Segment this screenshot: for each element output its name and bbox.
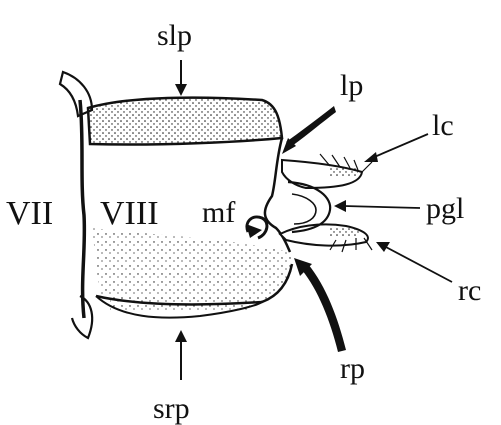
lp-arrow [286,106,336,146]
label-lc: lc [432,109,454,142]
label-rp: rp [340,352,365,385]
lc-arrow-head [364,152,378,162]
label-lp: lp [340,69,363,102]
segment-viii-upper-band [88,98,282,145]
rc-arrow-head [376,242,390,252]
label-segment-viii: VIII [100,195,159,232]
rp-arrow [302,264,346,352]
lower-lobe-stipple [110,298,250,312]
genital-lobe-inner [292,194,316,224]
label-segment-vii: VII [6,195,53,232]
segment-viii-lower-band [92,228,292,304]
label-rc: rc [458,274,481,307]
pgl-arrow-line [344,206,420,208]
label-srp: srp [153,392,190,425]
slp-arrow-head [175,84,187,96]
pgl-arrow-head [334,200,346,212]
intersegment-line [80,100,84,318]
label-pgl: pgl [426,192,464,225]
left-cercus-stipple [330,168,358,176]
right-cercus-stipple [330,228,360,236]
label-mf: mf [202,196,235,229]
srp-arrow-head [175,330,187,342]
rc-arrow-line [384,246,452,282]
lc-arrow-line [372,134,428,158]
label-slp: slp [157,19,192,52]
